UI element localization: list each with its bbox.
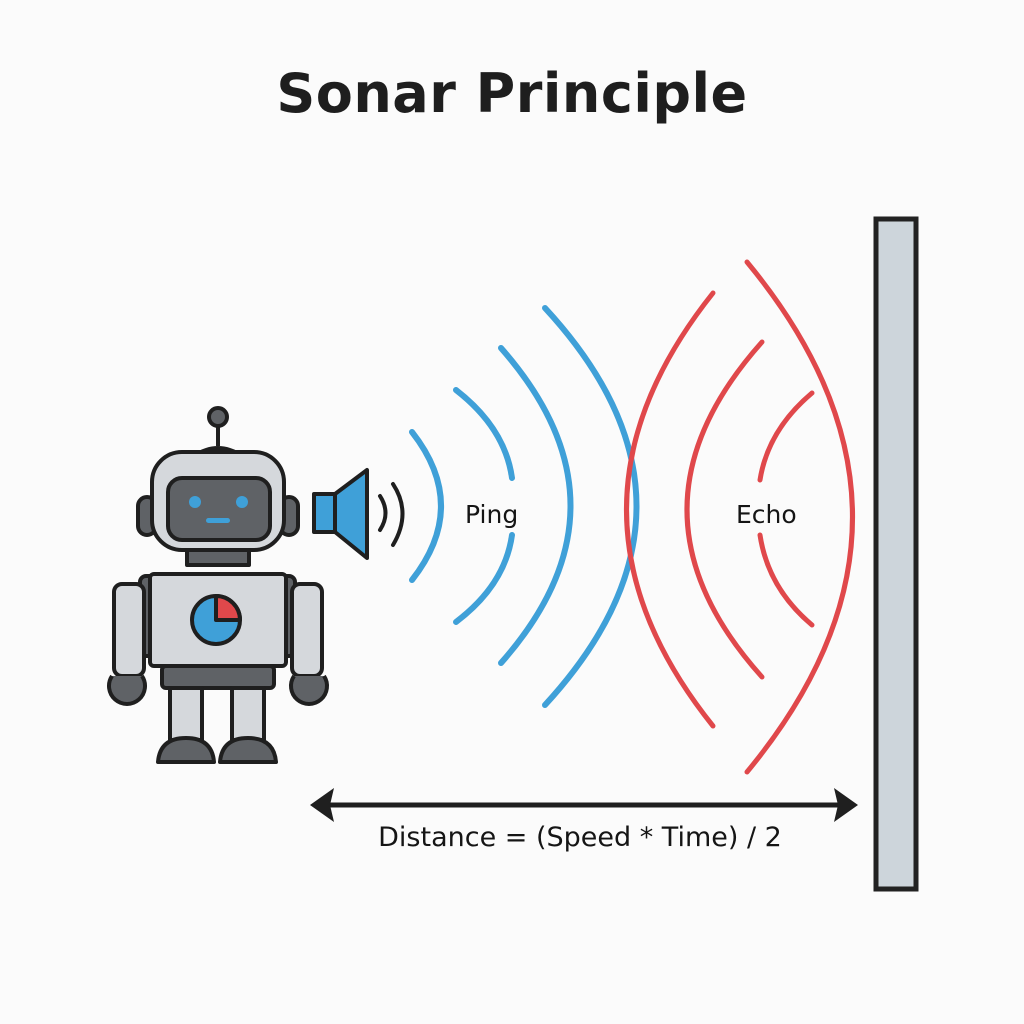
ping-wave-2a bbox=[453, 387, 515, 481]
echo-wave-3a bbox=[757, 390, 815, 483]
distance-formula: Distance = (Speed * Time) / 2 bbox=[378, 822, 782, 853]
ping-waves bbox=[409, 305, 640, 708]
ping-wave-1 bbox=[409, 429, 444, 583]
ping-wave-3 bbox=[498, 345, 574, 666]
speaker-icon bbox=[312, 468, 405, 560]
wall-obstacle bbox=[873, 216, 919, 892]
echo-waves bbox=[624, 259, 855, 775]
double-headed-arrow bbox=[310, 788, 858, 822]
echo-wave-1 bbox=[624, 290, 716, 729]
robot-icon bbox=[107, 406, 329, 764]
echo-wave-3b bbox=[757, 532, 815, 628]
echo-wave-2 bbox=[684, 339, 765, 680]
ping-wave-2b bbox=[453, 532, 515, 625]
diagram-title: Sonar Principle bbox=[276, 62, 748, 125]
echo-wave-outer bbox=[744, 259, 855, 775]
ping-wave-4 bbox=[542, 305, 640, 708]
echo-label: Echo bbox=[736, 500, 797, 529]
ping-label: Ping bbox=[465, 500, 519, 529]
